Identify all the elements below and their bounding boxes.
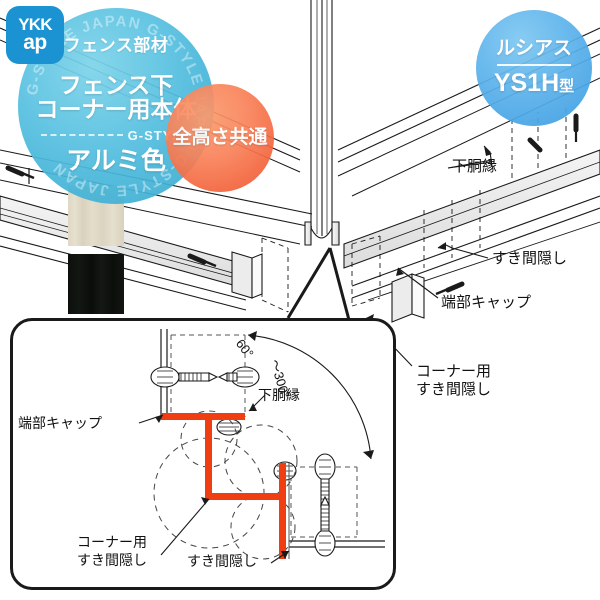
product-badge-height: 全高さ共通: [166, 84, 274, 192]
highlight-top-flange: [161, 413, 245, 420]
highlight-horizontal-leg: [205, 493, 285, 500]
highlight-vertical-leg: [205, 417, 212, 499]
badge-height-label: 全高さ共通: [172, 127, 268, 149]
screw-right: [435, 281, 465, 296]
highlight-right-vertical: [279, 463, 286, 559]
badge-model-code: YS1H: [493, 69, 560, 98]
screw-right-bottom: [314, 495, 336, 557]
screw-left: [5, 165, 35, 184]
angle-arc: [247, 334, 372, 460]
logo-text-ykk: YKK: [18, 14, 52, 34]
badge-series-label: ルシアス: [495, 38, 572, 60]
screw-upper-right: [217, 366, 260, 388]
detail-label-corner-gap-cover: コーナー用 すき間隠し: [77, 534, 147, 569]
detail-arrow-heads: [155, 403, 289, 559]
plan-right-rail: [289, 540, 385, 548]
label-lower-rail: 下胴縁: [452, 158, 498, 175]
detail-callout-wedge: [286, 247, 351, 322]
badge-color-label: アルミ色: [66, 147, 166, 176]
right-wing-lower-rail: [343, 149, 600, 269]
detail-label-corner-line2: すき間隠し: [77, 551, 147, 568]
end-cap-left: [231, 251, 263, 299]
screw-upper-left: [150, 366, 219, 388]
highlighted-corner-gap-cover: [161, 413, 286, 559]
badge-model-divider: [497, 64, 571, 67]
label-corner-gap-cover-line1: コーナー用: [416, 363, 492, 380]
detail-panel: 60° ～300°: [10, 318, 396, 590]
leader-end-cap: [397, 267, 439, 299]
detail-label-corner-line1: コーナー用: [77, 534, 147, 550]
screw-upper-right: [527, 137, 543, 153]
angle-arrow-heads: [248, 331, 374, 459]
detail-label-gap-cover: すき間隠し: [187, 553, 257, 569]
arrow-heads: [366, 146, 492, 322]
ykk-ap-logo: YKK ap: [6, 6, 64, 64]
label-gap-cover: すき間隠し: [492, 250, 568, 267]
leader-detail-corner-gap: [160, 498, 210, 556]
badge-model-label: YS1H型: [494, 70, 574, 96]
end-cap-right: [391, 273, 425, 323]
label-corner-gap-cover: コーナー用 すき間隠し: [416, 363, 491, 400]
label-end-cap: 端部キャップ: [441, 294, 532, 311]
screw-mid: [187, 253, 217, 268]
detail-label-lower-rail: 下胴縁: [258, 387, 300, 403]
logo-text-ap: ap: [23, 31, 47, 55]
leader-gap-cover: [451, 247, 489, 259]
badge-model-suffix: 型: [559, 78, 575, 96]
detail-leader-lines: [138, 394, 290, 564]
left-wing-lower-rail: [0, 195, 259, 293]
screw-center-small: [216, 418, 242, 436]
badge-title-line1: フェンス下: [58, 72, 174, 99]
product-badge-model: ルシアス YS1H型: [476, 10, 592, 126]
detail-panel-drawing: [138, 329, 385, 564]
badge-category-label: フェンス部材: [63, 36, 169, 56]
divider-dash-left: [41, 134, 123, 137]
corner-post: [304, 0, 340, 246]
label-corner-gap-cover-line2: すき間隠し: [416, 381, 492, 399]
color-swatch-black: [68, 254, 124, 314]
detail-label-end-cap: 端部キャップ: [18, 415, 102, 431]
